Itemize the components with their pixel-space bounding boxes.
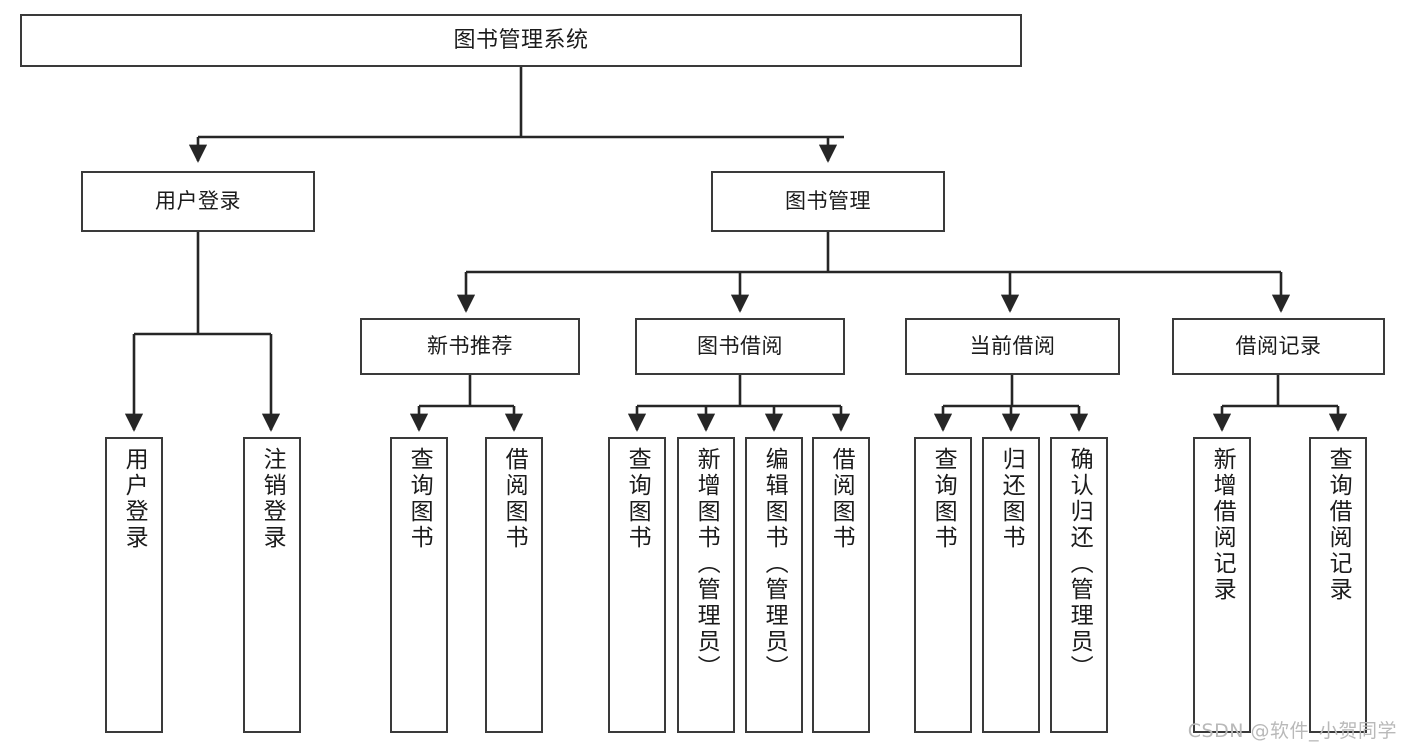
- node-label: 新书推荐: [427, 334, 513, 359]
- node-label: 借阅记录: [1235, 334, 1322, 359]
- leaf-confirm-return[interactable]: 确认归还（管理员）: [1050, 437, 1108, 733]
- leaf-add-record[interactable]: 新增借阅记录: [1193, 437, 1251, 733]
- leaf-borrow-book-2[interactable]: 借阅图书: [812, 437, 870, 733]
- leaf-query-book-1[interactable]: 查询图书: [390, 437, 448, 733]
- node-label: 归还图书: [998, 447, 1025, 551]
- node-label: 查询图书: [930, 447, 957, 551]
- node-label: 确认归还（管理员）: [1066, 447, 1093, 681]
- node-book-manage[interactable]: 图书管理: [711, 171, 945, 232]
- node-label: 注销登录: [259, 447, 286, 551]
- node-label: 图书管理系统: [453, 27, 589, 53]
- node-new-book-rec[interactable]: 新书推荐: [360, 318, 580, 375]
- node-label: 借阅图书: [828, 447, 855, 551]
- node-label: 新增图书（管理员）: [693, 447, 720, 681]
- node-label: 借阅图书: [501, 447, 528, 551]
- node-label: 图书管理: [785, 189, 871, 214]
- node-label: 编辑图书（管理员）: [761, 447, 788, 681]
- node-borrow-record[interactable]: 借阅记录: [1172, 318, 1385, 375]
- node-root-system[interactable]: 图书管理系统: [20, 14, 1022, 67]
- leaf-borrow-book-1[interactable]: 借阅图书: [485, 437, 543, 733]
- leaf-user-login[interactable]: 用户登录: [105, 437, 163, 733]
- node-label: 新增借阅记录: [1209, 447, 1236, 603]
- node-label: 查询借阅记录: [1325, 447, 1352, 603]
- node-label: 用户登录: [121, 447, 148, 551]
- node-current-borrow[interactable]: 当前借阅: [905, 318, 1120, 375]
- node-user-login[interactable]: 用户登录: [81, 171, 315, 232]
- node-label: 用户登录: [155, 189, 241, 214]
- leaf-query-record[interactable]: 查询借阅记录: [1309, 437, 1367, 733]
- node-book-borrow[interactable]: 图书借阅: [635, 318, 845, 375]
- leaf-query-book-2[interactable]: 查询图书: [608, 437, 666, 733]
- leaf-user-logout[interactable]: 注销登录: [243, 437, 301, 733]
- leaf-add-book[interactable]: 新增图书（管理员）: [677, 437, 735, 733]
- node-label: 当前借阅: [969, 334, 1056, 359]
- leaf-edit-book[interactable]: 编辑图书（管理员）: [745, 437, 803, 733]
- node-label: 查询图书: [406, 447, 433, 551]
- node-label: 图书借阅: [697, 334, 783, 359]
- leaf-return-book[interactable]: 归还图书: [982, 437, 1040, 733]
- node-label: 查询图书: [624, 447, 651, 551]
- leaf-query-book-3[interactable]: 查询图书: [914, 437, 972, 733]
